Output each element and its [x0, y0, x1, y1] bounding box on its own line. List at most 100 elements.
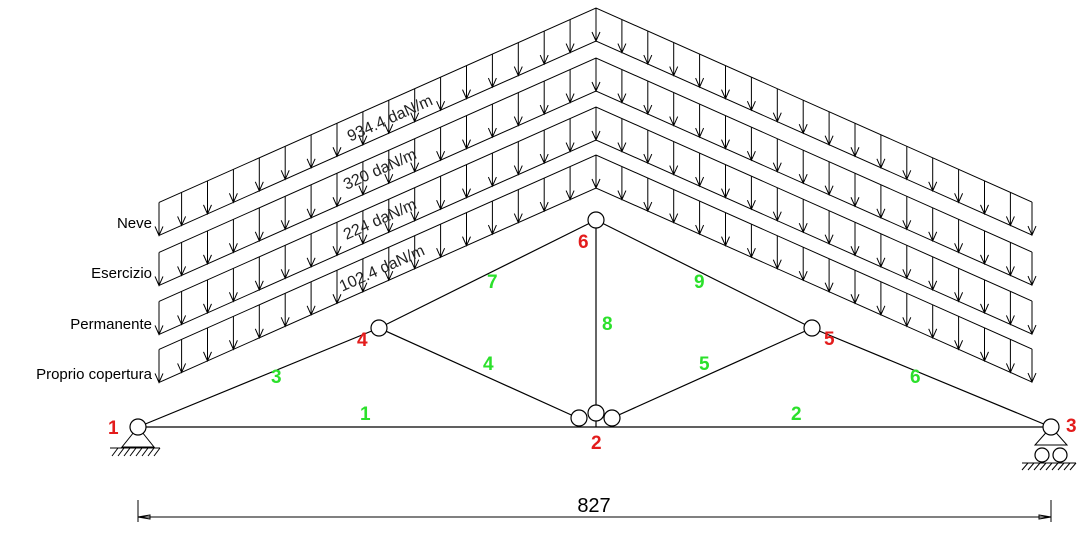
member-4: [378, 327, 579, 419]
load-arrow: [695, 104, 705, 139]
pin-support: [110, 426, 161, 457]
node-number-1: 1: [108, 418, 119, 439]
load-arrow: [513, 92, 523, 127]
load-arrow: [772, 88, 782, 123]
load-arrow: [280, 196, 290, 231]
load-arrow: [513, 189, 523, 224]
member-number-8: 8: [602, 314, 613, 335]
member-number-9: 9: [694, 272, 705, 293]
load-arrow: [643, 178, 653, 213]
load-arrow: [410, 138, 420, 173]
load-arrow: [876, 233, 886, 269]
load-arrow: [850, 222, 860, 257]
load-arrow: [902, 146, 912, 181]
load-arrow: [772, 187, 782, 222]
node-number-3: 3: [1066, 416, 1077, 437]
load-arrow: [306, 281, 316, 317]
roller-support: [1021, 426, 1077, 471]
band-label-neve: Neve: [117, 215, 152, 232]
load-arrow: [332, 270, 342, 305]
load-arrow: [954, 219, 964, 254]
load-arrow: [228, 219, 238, 254]
load-arrow: [980, 327, 989, 363]
load-arrow: [203, 327, 212, 363]
node-number-2: 2: [591, 433, 602, 454]
load-arrow: [591, 155, 601, 190]
load-arrow: [154, 252, 164, 287]
load-arrow: [824, 258, 834, 293]
member-number-6: 6: [910, 367, 921, 388]
load-arrow: [721, 115, 730, 150]
load-arrow: [436, 224, 446, 259]
load-arrow: [306, 134, 316, 170]
member-number-1: 1: [360, 404, 371, 425]
load-arrow: [332, 222, 342, 257]
load-arrow: [177, 192, 187, 227]
load-arrow: [850, 270, 860, 305]
load-arrow: [203, 230, 212, 266]
load-arrow: [1027, 349, 1037, 384]
load-arrow: [154, 349, 164, 384]
load-arrow: [462, 164, 471, 199]
load-arrow: [358, 111, 368, 146]
member-number-4: 4: [483, 354, 494, 375]
load-arrow: [177, 291, 187, 326]
load-arrow: [798, 199, 808, 234]
hinge-node-3: [1042, 418, 1060, 436]
load-arrow: [902, 245, 912, 280]
band-label-proprio-copertura: Proprio copertura: [36, 366, 153, 383]
load-arrow: [254, 304, 264, 340]
load-arrow: [928, 304, 938, 340]
load-band-esercizio: [154, 57, 1037, 287]
load-arrow: [410, 235, 420, 270]
load-arrow: [539, 130, 549, 165]
load-arrow: [980, 180, 989, 216]
load-arrow: [1027, 202, 1037, 237]
load-arrow: [617, 118, 627, 153]
load-band-permanente: [154, 106, 1037, 336]
load-arrow: [462, 212, 471, 247]
load-arrow: [902, 293, 912, 328]
load-arrow: [798, 247, 808, 282]
load-arrow: [436, 127, 446, 162]
load-band-neve: [154, 7, 1037, 237]
hinge-node-5: [803, 319, 821, 337]
load-arrow: [358, 210, 368, 245]
load-arrow: [798, 150, 808, 185]
load-arrow: [617, 166, 627, 201]
band-label-permanente: Permanente: [70, 316, 152, 333]
load-arrow: [154, 202, 164, 237]
member-number-2: 2: [791, 404, 802, 425]
load-arrow: [954, 169, 964, 204]
load-arrow: [695, 54, 705, 89]
member-number-5: 5: [699, 354, 710, 375]
load-arrow: [487, 201, 497, 236]
band-label-esercizio: Esercizio: [91, 265, 152, 282]
load-arrow: [487, 153, 497, 188]
load-arrow: [850, 173, 860, 208]
load-arrow: [539, 31, 549, 66]
load-arrow: [410, 88, 420, 123]
load-arrow: [1005, 242, 1015, 277]
load-arrow: [1005, 192, 1015, 227]
node-number-6: 6: [578, 232, 589, 253]
load-arrow: [539, 178, 549, 213]
load-arrow: [850, 123, 860, 158]
hinge-node-4: [370, 319, 388, 337]
load-arrow: [565, 69, 575, 104]
load-arrow: [487, 54, 497, 89]
load-arrow: [721, 65, 730, 100]
load-arrow: [591, 8, 601, 43]
member-number-7: 7: [487, 272, 498, 293]
load-arrow: [876, 281, 886, 317]
load-arrow: [876, 134, 886, 170]
load-arrow: [746, 127, 756, 162]
load-arrow: [228, 169, 238, 204]
load-arrow: [643, 130, 653, 165]
load-arrow: [203, 180, 212, 216]
member-9: [595, 219, 813, 329]
load-arrow: [695, 153, 705, 188]
load-arrow: [1005, 291, 1015, 326]
load-arrow: [254, 157, 264, 193]
